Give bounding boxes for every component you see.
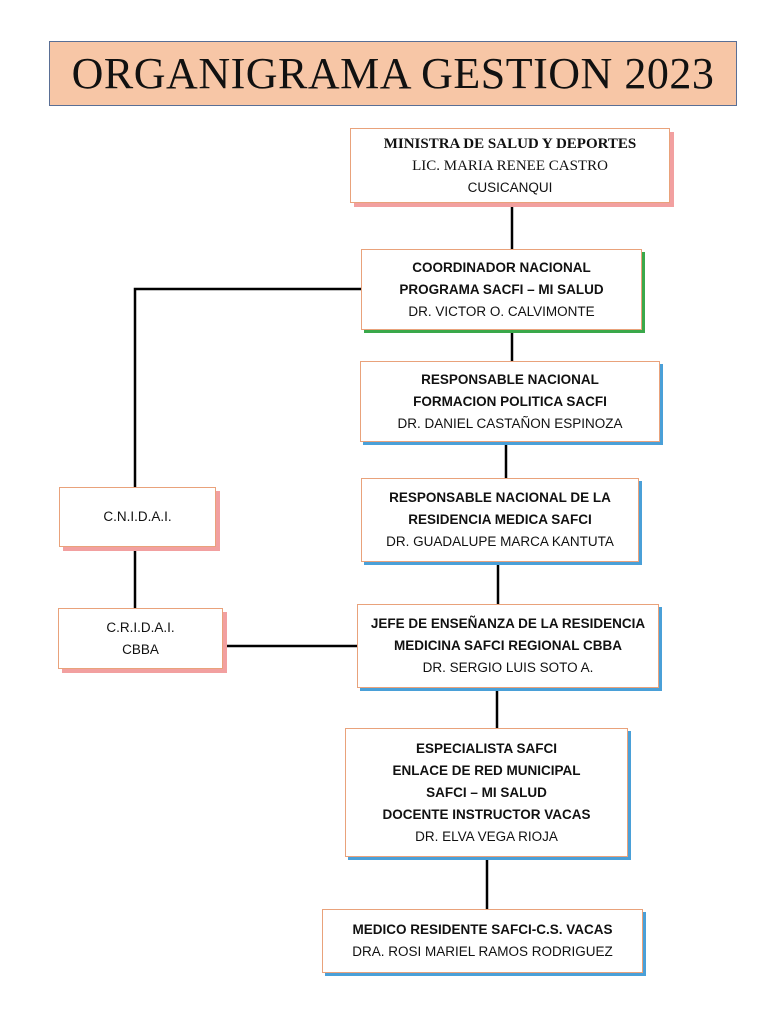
node-formacion-role-line2: FORMACION POLITICA SACFI xyxy=(413,393,607,409)
node-jefe-role-line1: JEFE DE ENSEÑANZA DE LA RESIDENCIA xyxy=(370,616,646,631)
node-cnidai-label: C.N.I.D.A.I. xyxy=(103,509,172,524)
node-cnidai: C.N.I.D.A.I. xyxy=(59,487,216,547)
node-residencia-name: DR. GUADALUPE MARCA KANTUTA xyxy=(386,534,614,549)
node-especialista-name: DR. ELVA VEGA RIOJA xyxy=(415,828,558,844)
node-formacion-role-line1: RESPONSABLE NACIONAL xyxy=(421,371,599,387)
node-residencia-role-line2: RESIDENCIA MEDICA SAFCI xyxy=(408,512,592,527)
node-cridai: C.R.I.D.A.I. CBBA xyxy=(58,608,223,669)
node-especialista-role-line3: SAFCI – MI SALUD xyxy=(426,784,547,800)
node-especialista-role-line4: DOCENTE INSTRUCTOR VACAS xyxy=(382,806,591,822)
node-especialista-role-line1: ESPECIALISTA SAFCI xyxy=(415,740,557,756)
node-coordinador-role-line1: COORDINADOR NACIONAL xyxy=(412,259,591,275)
node-medico-role: MEDICO RESIDENTE SAFCI-C.S. VACAS xyxy=(352,922,613,937)
node-especialista-role-line2: ENLACE DE RED MUNICIPAL xyxy=(392,762,581,778)
node-medico-name: DRA. ROSI MARIEL RAMOS RODRIGUEZ xyxy=(352,944,613,959)
node-residencia: RESPONSABLE NACIONAL DE LA RESIDENCIA ME… xyxy=(361,478,639,562)
node-coordinador-role-line2: PROGRAMA SACFI – MI SALUD xyxy=(399,281,604,297)
node-cridai-label-line1: C.R.I.D.A.I. xyxy=(106,619,175,635)
node-ministra-name-line2: CUSICANQUI xyxy=(467,179,553,195)
node-ministra-name-line1: LIC. MARIA RENEE CASTRO xyxy=(412,157,608,174)
node-ministra-role: MINISTRA DE SALUD Y DEPORTES xyxy=(383,135,637,152)
node-residencia-role-line1: RESPONSABLE NACIONAL DE LA xyxy=(389,490,611,505)
node-coordinador: COORDINADOR NACIONAL PROGRAMA SACFI – MI… xyxy=(361,249,642,330)
node-formacion-name: DR. DANIEL CASTAÑON ESPINOZA xyxy=(397,415,623,431)
node-especialista: ESPECIALISTA SAFCI ENLACE DE RED MUNICIP… xyxy=(345,728,628,857)
node-medico: MEDICO RESIDENTE SAFCI-C.S. VACAS DRA. R… xyxy=(322,909,643,973)
node-jefe: JEFE DE ENSEÑANZA DE LA RESIDENCIA MEDIC… xyxy=(357,604,659,688)
node-jefe-role-line2: MEDICINA SAFCI REGIONAL CBBA xyxy=(393,638,622,653)
node-formacion: RESPONSABLE NACIONAL FORMACION POLITICA … xyxy=(360,361,660,442)
node-jefe-name: DR. SERGIO LUIS SOTO A. xyxy=(422,660,594,675)
connector-coordinador-cnidai xyxy=(133,287,361,487)
page-title: ORGANIGRAMA GESTION 2023 xyxy=(49,41,737,106)
node-ministra: MINISTRA DE SALUD Y DEPORTES LIC. MARIA … xyxy=(350,128,670,203)
node-coordinador-name: DR. VICTOR O. CALVIMONTE xyxy=(408,303,595,319)
node-cridai-label-line2: CBBA xyxy=(122,641,159,657)
